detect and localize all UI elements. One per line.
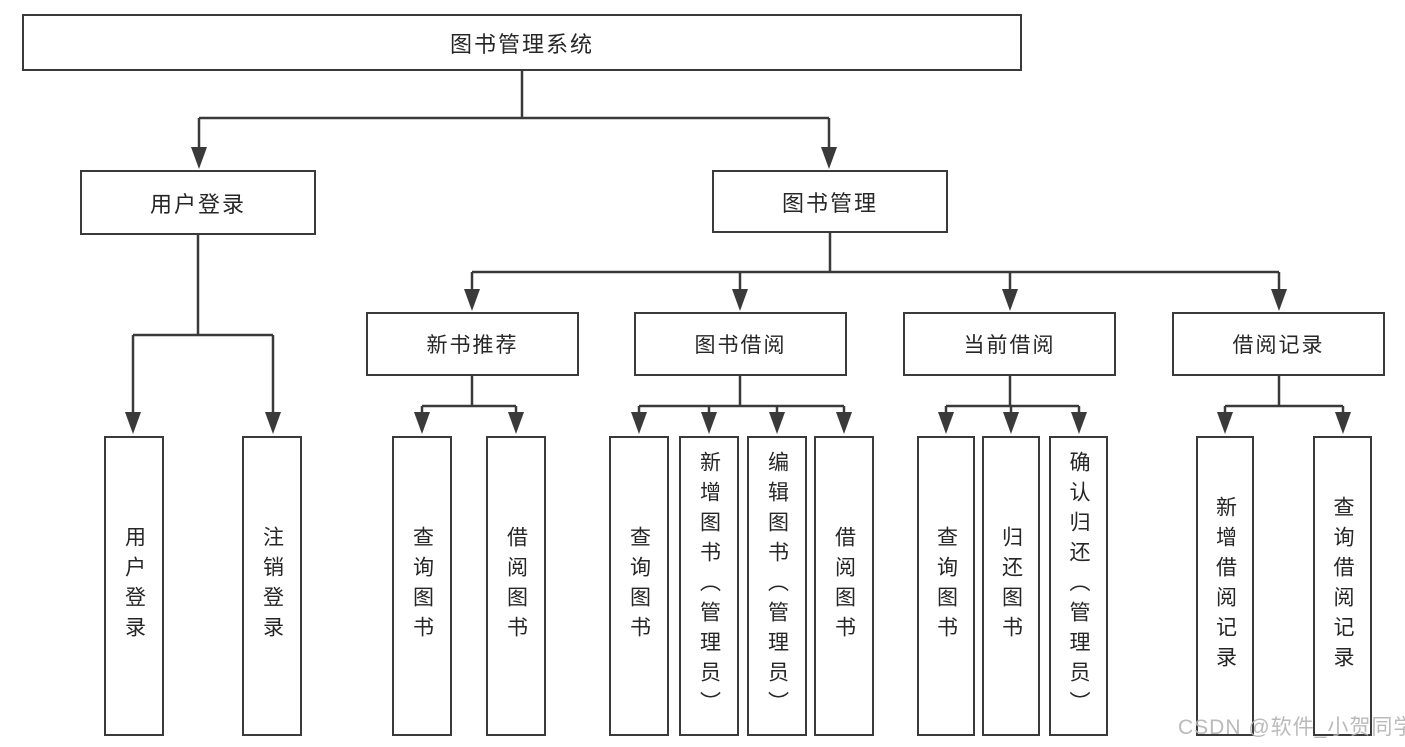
leaf-nb-query-books-label: 查询图书 [410,526,434,646]
node-book-borrow-label: 图书借阅 [694,334,787,357]
leaf-br-add-record: 新增借阅记录 [1196,436,1254,736]
node-root-label: 图书管理系统 [449,31,594,57]
node-book-management-label: 图书管理 [781,190,878,216]
leaf-bb-borrow-books: 借阅图书 [814,436,874,736]
leaf-logout: 注销登录 [242,436,302,736]
leaf-bb-edit-books-admin: 编辑图书（管理员） [747,436,807,736]
node-book-management: 图书管理 [712,170,948,233]
node-current-borrow-label: 当前借阅 [963,334,1056,357]
node-new-book-recommend-label: 新书推荐 [426,334,519,357]
leaf-user-login-label: 用户登录 [122,526,146,646]
node-borrow-records: 借阅记录 [1172,312,1385,376]
node-current-borrow: 当前借阅 [903,312,1116,376]
leaf-cb-return-books: 归还图书 [982,436,1040,736]
leaf-bb-query-books: 查询图书 [609,436,669,736]
node-user-login: 用户登录 [80,170,316,235]
leaf-cb-confirm-return-admin: 确认归还（管理员） [1049,436,1108,736]
leaf-cb-query-books-label: 查询图书 [934,526,958,646]
leaf-br-query-record: 查询借阅记录 [1313,436,1372,736]
leaf-user-login: 用户登录 [104,436,164,736]
node-user-login-label: 用户登录 [149,191,246,217]
leaf-cb-return-books-label: 归还图书 [999,526,1023,646]
leaf-bb-add-books-admin: 新增图书（管理员） [679,436,739,736]
node-new-book-recommend: 新书推荐 [366,312,579,376]
node-borrow-records-label: 借阅记录 [1232,334,1325,357]
leaf-nb-borrow-books-label: 借阅图书 [504,526,528,646]
node-root: 图书管理系统 [22,14,1022,71]
watermark-text: CSDN @软件_小贺同学 [1178,716,1405,739]
leaf-cb-confirm-return-admin-label: 确认归还（管理员） [1067,451,1090,721]
leaf-bb-add-books-admin-label: 新增图书（管理员） [697,451,721,721]
node-book-borrow: 图书借阅 [634,312,847,376]
leaf-bb-query-books-label: 查询图书 [627,526,651,646]
leaf-br-add-record-label: 新增借阅记录 [1213,496,1237,676]
leaf-br-query-record-label: 查询借阅记录 [1331,496,1354,676]
leaf-bb-borrow-books-label: 借阅图书 [832,526,856,646]
leaf-cb-query-books: 查询图书 [917,436,975,736]
leaf-nb-borrow-books: 借阅图书 [486,436,546,736]
leaf-nb-query-books: 查询图书 [392,436,452,736]
leaf-bb-edit-books-admin-label: 编辑图书（管理员） [765,451,789,721]
leaf-logout-label: 注销登录 [260,526,284,646]
